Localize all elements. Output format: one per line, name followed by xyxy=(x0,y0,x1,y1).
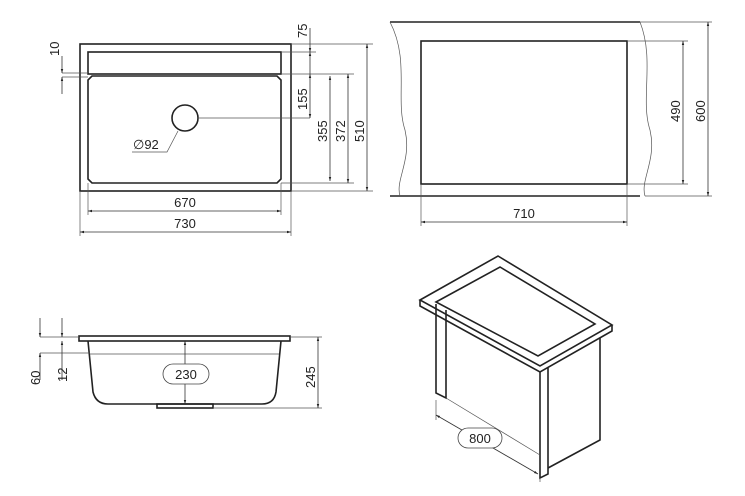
dim-710: 710 xyxy=(513,206,535,221)
dim-355: 355 xyxy=(315,120,330,142)
dim-75: 75 xyxy=(295,24,310,38)
dim-drain-diameter: ∅92 xyxy=(133,137,159,152)
dim-155: 155 xyxy=(295,88,310,110)
dim-230: 230 xyxy=(175,367,197,382)
cabinet-top-view: 490 600 710 xyxy=(389,21,712,226)
dim-730: 730 xyxy=(174,216,196,231)
dim-245: 245 xyxy=(303,366,318,388)
dim-230-pill xyxy=(162,363,210,385)
drain-outlet xyxy=(156,403,214,409)
dim-800-pill xyxy=(457,427,503,449)
drain-hole xyxy=(171,104,199,132)
sink-outline xyxy=(79,43,292,192)
dim-60: 60 xyxy=(28,371,43,385)
dim-490: 490 xyxy=(668,100,683,122)
sink-flange xyxy=(78,335,291,342)
dim-670: 670 xyxy=(174,195,196,210)
sink-top-view: 10 75 155 355 372 510 ∅92 670 730 xyxy=(47,24,373,236)
dim-800: 800 xyxy=(469,431,491,446)
cabinet-opening xyxy=(420,40,628,185)
cabinet-iso-view: 800 xyxy=(418,255,614,482)
dim-372: 372 xyxy=(333,120,348,142)
dim-600: 600 xyxy=(693,100,708,122)
sink-bowl xyxy=(87,75,282,184)
sink-side-view: 60 12 230 245 xyxy=(28,318,322,409)
dim-12: 12 xyxy=(55,368,70,382)
dim-510: 510 xyxy=(352,120,367,142)
dim-10: 10 xyxy=(47,42,62,56)
sink-ledge xyxy=(87,51,282,75)
cabinet-top-frame xyxy=(418,255,614,367)
